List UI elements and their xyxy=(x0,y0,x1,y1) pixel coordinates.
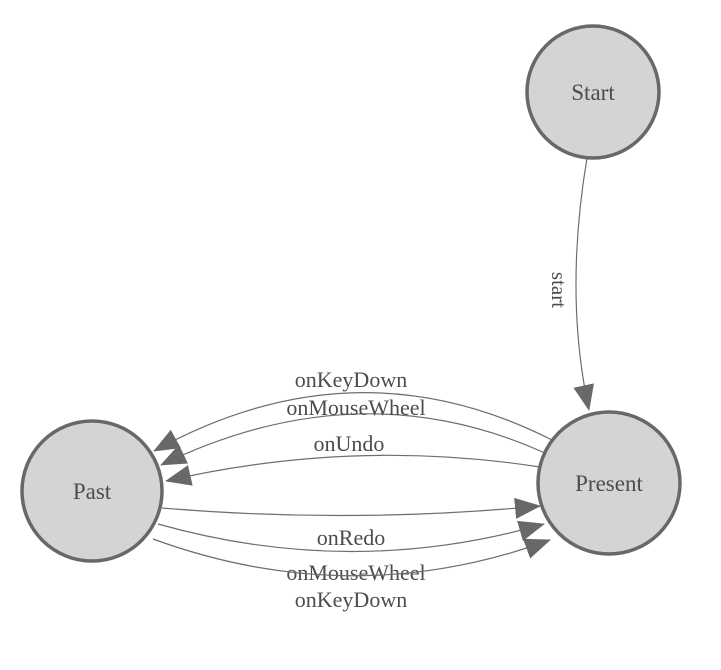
edge-path-onmousewheel-bottom xyxy=(157,520,545,553)
edge-path-start xyxy=(573,157,594,411)
edge-label-onmousewheel-bottom: onMouseWheel xyxy=(286,560,425,585)
edge-path-onkeydown-bottom xyxy=(152,538,551,577)
edge-label-onkeydown-bottom: onKeyDown xyxy=(295,587,407,612)
edge-path-onundo xyxy=(165,454,541,486)
edge-present-to-past-onkeydown: onKeyDown xyxy=(153,367,553,452)
edge-past-to-present-onkeydown: onKeyDown xyxy=(152,538,551,612)
node-past[interactable]: Past xyxy=(20,419,164,563)
edge-present-to-past-onundo: onUndo xyxy=(165,431,541,486)
node-circle-start[interactable] xyxy=(525,24,661,160)
edge-present-to-past-onmousewheel: onMouseWheel xyxy=(160,395,546,466)
edge-label-onmousewheel-top: onMouseWheel xyxy=(286,395,425,420)
edge-path-onredo xyxy=(161,497,541,519)
edge-start-to-present: start xyxy=(547,157,594,411)
node-start[interactable]: Start xyxy=(525,24,661,160)
node-label-present: Present xyxy=(575,471,643,496)
edge-past-to-present-onredo: onRedo xyxy=(161,497,541,550)
edge-path-onmousewheel-top xyxy=(160,413,546,466)
edge-past-to-present-onmousewheel: onMouseWheel xyxy=(157,520,545,585)
edge-path-onkeydown-top xyxy=(153,392,553,452)
edge-label-start: start xyxy=(547,272,571,308)
edge-label-onkeydown-top: onKeyDown xyxy=(295,367,407,392)
node-label-start: Start xyxy=(571,80,615,105)
edge-label-onredo: onRedo xyxy=(317,525,385,550)
node-label-past: Past xyxy=(73,479,112,504)
node-circle-present[interactable] xyxy=(536,410,682,556)
edge-label-onundo: onUndo xyxy=(314,431,385,456)
node-circle-past[interactable] xyxy=(20,419,164,563)
node-present[interactable]: Present xyxy=(536,410,682,556)
